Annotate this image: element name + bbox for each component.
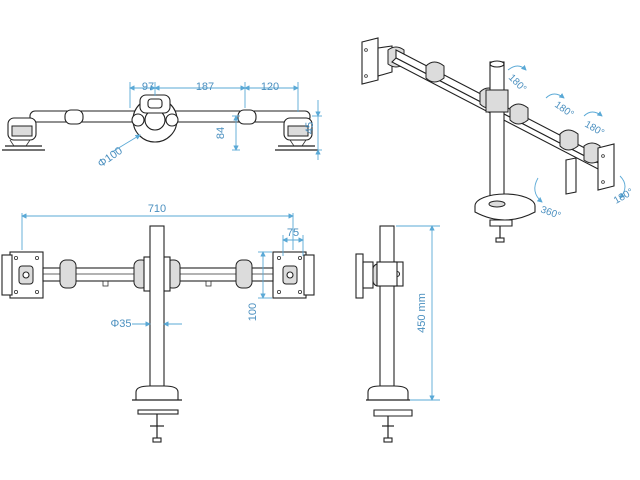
top-view-joint-left	[64, 109, 84, 125]
iso-joint-3	[509, 103, 529, 125]
dim-710: 710	[148, 203, 166, 215]
dim-100: 100	[247, 303, 259, 321]
dim-187: 187	[196, 81, 214, 93]
top-view: 97 187 120 84 45 Φ100	[2, 81, 322, 170]
iso-vesa-plate-right	[597, 143, 615, 191]
dim-75: 75	[287, 227, 299, 239]
front-view-base	[135, 385, 179, 401]
side-view-desk-clamp	[373, 409, 413, 417]
rot-180-c: 180°	[583, 119, 606, 139]
dim-84: 84	[215, 127, 227, 139]
isometric-view: 180° 180° 180° 360° 180°	[361, 37, 635, 243]
rot-180-e: 180°	[612, 187, 635, 207]
front-view-joint-right	[235, 259, 253, 289]
iso-pole-clamp	[485, 89, 509, 113]
rot-180-b: 180°	[552, 99, 575, 120]
dim-120: 120	[261, 81, 279, 93]
iso-vesa-plate-left	[361, 37, 379, 85]
dim-45: 45	[304, 122, 316, 134]
dim-97: 97	[142, 81, 154, 93]
iso-joint-1	[425, 61, 445, 83]
side-view-base	[367, 385, 409, 401]
side-view-vesa-plate	[355, 253, 364, 299]
top-view-joint-right	[237, 109, 257, 125]
side-view-pole	[379, 225, 395, 387]
rot-360: 360°	[539, 204, 562, 221]
front-view-joint-left	[59, 259, 77, 289]
iso-desk-clamp	[489, 219, 513, 227]
iso-pole	[489, 61, 505, 205]
dim-phi35: Φ35	[110, 318, 131, 330]
front-view-desk-clamp	[137, 409, 179, 415]
side-view: 450 mm	[355, 225, 440, 443]
front-view-pole	[149, 225, 165, 387]
iso-joint-4	[559, 129, 579, 151]
dim-phi100: Φ100	[96, 145, 125, 170]
front-view: 710	[1, 203, 315, 443]
rot-180-a: 180°	[506, 72, 528, 94]
dim-450mm: 450 mm	[416, 293, 428, 333]
